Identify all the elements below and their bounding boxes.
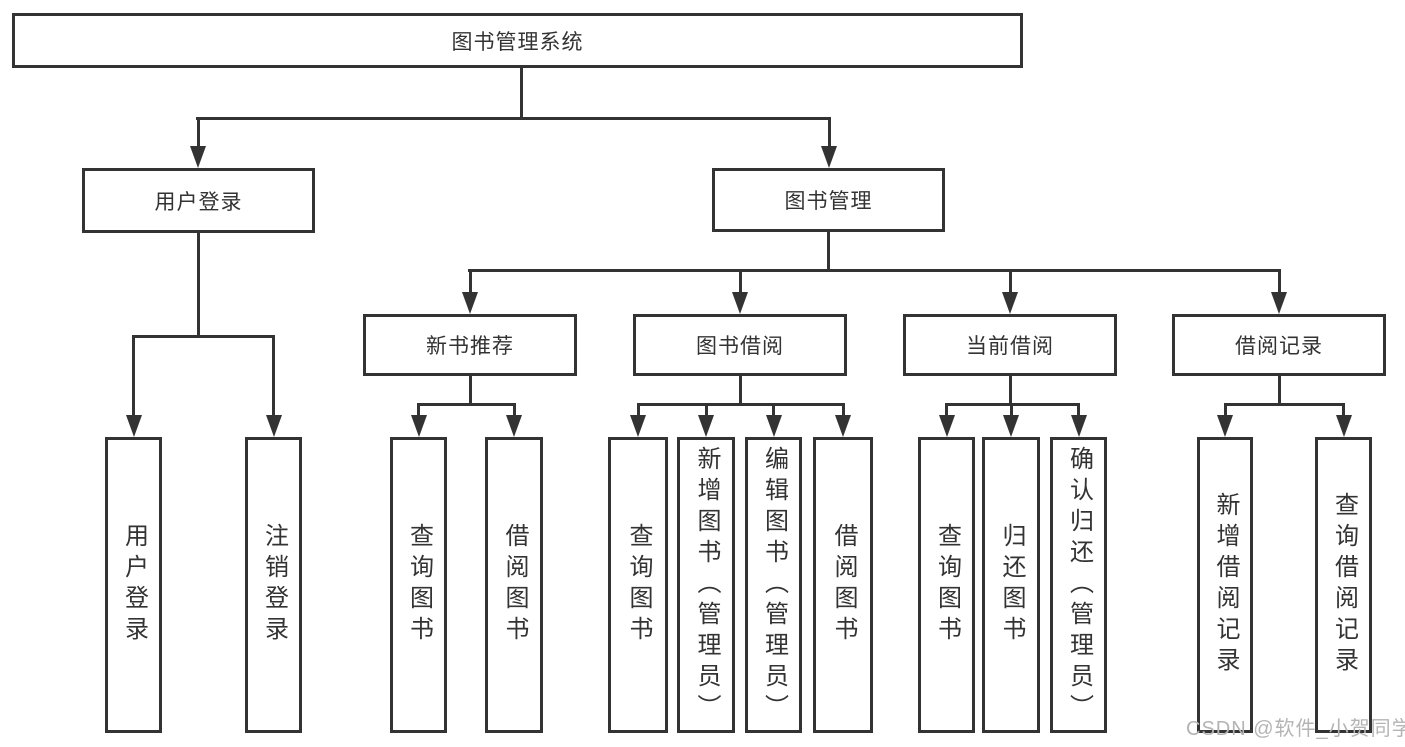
connector-line (197, 233, 200, 336)
leaf-label: 新增借阅记录 (1212, 492, 1239, 678)
connector-line (705, 406, 708, 416)
node-book-borrow: 图书借阅 (633, 314, 847, 376)
connector-line (513, 406, 516, 416)
node-new-book-recommend: 新书推荐 (363, 314, 577, 376)
arrow-down-icon (1003, 415, 1019, 437)
connector-line (132, 335, 275, 338)
arrow-down-icon (1217, 415, 1233, 437)
arrow-down-icon (462, 292, 478, 314)
connector-line (469, 376, 472, 406)
arrow-down-icon (266, 415, 282, 437)
connector-line (1342, 406, 1345, 416)
arrow-down-icon (821, 146, 837, 168)
leaf-label: 确认归还（管理员） (1065, 445, 1093, 725)
connector-line (196, 117, 831, 120)
arrow-down-icon (190, 146, 206, 168)
watermark: CSDN @软件_小贺同学 (1186, 718, 1405, 740)
node-label: 图书管理 (784, 190, 873, 213)
connector-line (945, 406, 948, 416)
connector-line (828, 120, 831, 148)
node-book-management: 图书管理 (712, 168, 945, 232)
connector-line (468, 269, 1281, 272)
leaf-borrow-book: 借阅图书 (813, 437, 873, 733)
connector-line (945, 403, 1080, 406)
node-label: 用户登录 (154, 190, 243, 214)
connector-line (1224, 403, 1345, 406)
arrow-down-icon (939, 415, 955, 437)
connector-line (739, 272, 742, 294)
connector-line (1278, 376, 1281, 406)
arrow-down-icon (506, 415, 522, 437)
connector-line (1224, 406, 1227, 416)
connector-line (1010, 406, 1013, 416)
node-label: 图书借阅 (696, 335, 784, 358)
connector-line (132, 338, 135, 417)
node-user-login: 用户登录 (82, 168, 315, 233)
connector-line (1077, 406, 1080, 416)
leaf-edit-book-admin: 编辑图书（管理员） (745, 437, 802, 733)
leaf-label: 借阅图书 (501, 523, 528, 647)
arrow-down-icon (698, 415, 714, 437)
connector-line (272, 338, 275, 417)
connector-line (417, 406, 420, 416)
node-label: 当前借阅 (966, 335, 1054, 358)
connector-line (417, 403, 516, 406)
leaf-label: 编辑图书（管理员） (760, 445, 788, 725)
node-label: 借阅记录 (1235, 335, 1323, 358)
arrow-down-icon (1071, 415, 1087, 437)
leaf-label: 用户登录 (120, 523, 148, 647)
leaf-add-book-admin: 新增图书（管理员） (677, 437, 735, 733)
connector-line (1009, 376, 1012, 406)
node-label: 图书管理系统 (451, 30, 584, 54)
connector-line (739, 376, 742, 406)
connector-line (842, 406, 845, 416)
leaf-borrow-book-recommend: 借阅图书 (485, 437, 543, 733)
arrow-down-icon (766, 415, 782, 437)
arrow-down-icon (732, 292, 748, 314)
leaf-label: 查询借阅记录 (1330, 492, 1358, 678)
node-current-borrow: 当前借阅 (903, 314, 1117, 376)
connector-line (1278, 272, 1281, 294)
leaf-query-book-borrow: 查询图书 (608, 437, 668, 733)
arrow-down-icon (126, 415, 142, 437)
leaf-query-book-current: 查询图书 (918, 437, 975, 733)
node-borrow-records: 借阅记录 (1172, 314, 1386, 376)
leaf-label: 查询图书 (405, 523, 433, 647)
leaf-label: 借阅图书 (830, 523, 857, 647)
leaf-label: 新增图书（管理员） (693, 445, 720, 725)
connector-line (1009, 272, 1012, 294)
arrow-down-icon (411, 415, 427, 437)
leaf-return-book: 归还图书 (982, 437, 1040, 733)
connector-line (772, 406, 775, 416)
leaf-label: 归还图书 (998, 523, 1025, 647)
node-label: 新书推荐 (426, 335, 514, 358)
arrow-down-icon (1336, 415, 1352, 437)
leaf-label: 查询图书 (625, 523, 652, 647)
connector-line (520, 68, 523, 120)
connector-line (469, 272, 472, 294)
arrow-down-icon (630, 415, 646, 437)
node-root: 图书管理系统 (12, 13, 1023, 68)
leaf-label: 查询图书 (933, 523, 961, 647)
connector-line (827, 232, 830, 272)
arrow-down-icon (1002, 292, 1018, 314)
leaf-user-login: 用户登录 (105, 437, 162, 733)
connector-line (637, 403, 845, 406)
leaf-label: 注销登录 (260, 523, 288, 647)
arrow-down-icon (1271, 292, 1287, 314)
leaf-add-borrow-record: 新增借阅记录 (1197, 437, 1253, 733)
leaf-confirm-return-admin: 确认归还（管理员） (1050, 437, 1107, 733)
arrow-down-icon (835, 415, 851, 437)
leaf-query-borrow-record: 查询借阅记录 (1315, 437, 1372, 733)
connector-line (637, 406, 640, 416)
leaf-query-book-recommend: 查询图书 (390, 437, 447, 733)
leaf-logout: 注销登录 (245, 437, 302, 733)
connector-line (197, 120, 200, 148)
